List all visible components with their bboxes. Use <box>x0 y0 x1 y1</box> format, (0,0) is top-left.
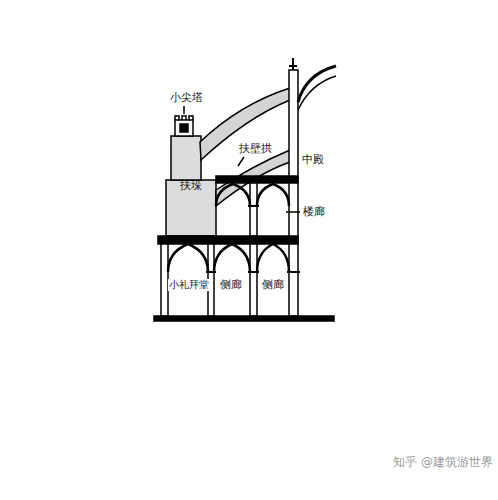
nave-wall <box>289 70 298 316</box>
part-name: 楼廊 <box>302 206 326 219</box>
buttress-upper <box>171 136 201 180</box>
pinnacle <box>175 120 193 136</box>
watermark: 知乎 @建筑游世界 <box>392 456 494 470</box>
ground-line <box>154 316 334 321</box>
buttress-pier <box>166 180 216 236</box>
gallery-roof <box>216 176 298 183</box>
part-name: 中殿 <box>301 154 325 167</box>
outer-wall <box>161 244 168 316</box>
nave-finial <box>289 58 297 70</box>
aisle-column <box>250 244 257 316</box>
part-name: 扶壁拱 <box>238 143 273 156</box>
aisle-roof <box>158 236 298 244</box>
capitals <box>206 206 300 272</box>
gallery-arch <box>257 184 289 206</box>
aisle-arch <box>168 244 208 272</box>
part-name: 小尖塔 <box>169 92 204 105</box>
leader-line <box>238 157 244 166</box>
cathedral-drawing <box>154 58 336 321</box>
part-name: 侧廊 <box>261 279 285 292</box>
nave-vault <box>298 66 336 102</box>
aisle-arch <box>214 244 250 272</box>
gallery-column <box>250 183 257 236</box>
gallery-arch <box>216 184 250 206</box>
part-name: 扶垛 <box>179 180 203 193</box>
nave-vault-inner <box>298 76 336 110</box>
pinnacle-opening <box>180 124 188 132</box>
leader-line <box>286 211 300 213</box>
pinnacle-top <box>175 116 193 120</box>
part-name: 小礼拜堂 <box>168 279 210 291</box>
part-name: 侧廊 <box>219 279 243 292</box>
flying-buttress-upper <box>200 88 290 160</box>
aisle-arch <box>257 244 289 272</box>
leader-line <box>183 106 185 114</box>
